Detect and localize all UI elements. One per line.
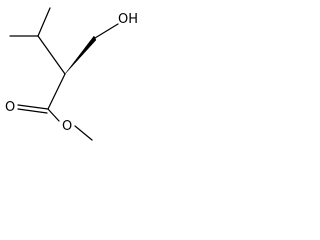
bond-ch2-to-hydroxyl	[94, 23, 119, 39]
bond-alpha-to-carbonyl	[47, 73, 66, 110]
atom-label-carbonyl-oxygen: O	[5, 100, 15, 115]
bond-carbonyl-double-1	[17, 104, 49, 110]
bond-isopropyl-to-alpha-carbon	[37, 35, 66, 75]
bond-isopropyl-top-methyl	[37, 7, 51, 37]
bond-carbonyl-double-2	[17, 108, 48, 114]
bond-carbonyl-to-ester-oxygen	[47, 108, 60, 122]
atom-label-hydroxyl: OH	[118, 12, 138, 27]
bond-ester-oxygen-to-methyl	[74, 125, 93, 141]
molecule-structure: OH O O	[5, 7, 138, 141]
atom-label-ester-oxygen: O	[62, 119, 72, 134]
bond-stereo-wedge	[64, 35, 97, 75]
